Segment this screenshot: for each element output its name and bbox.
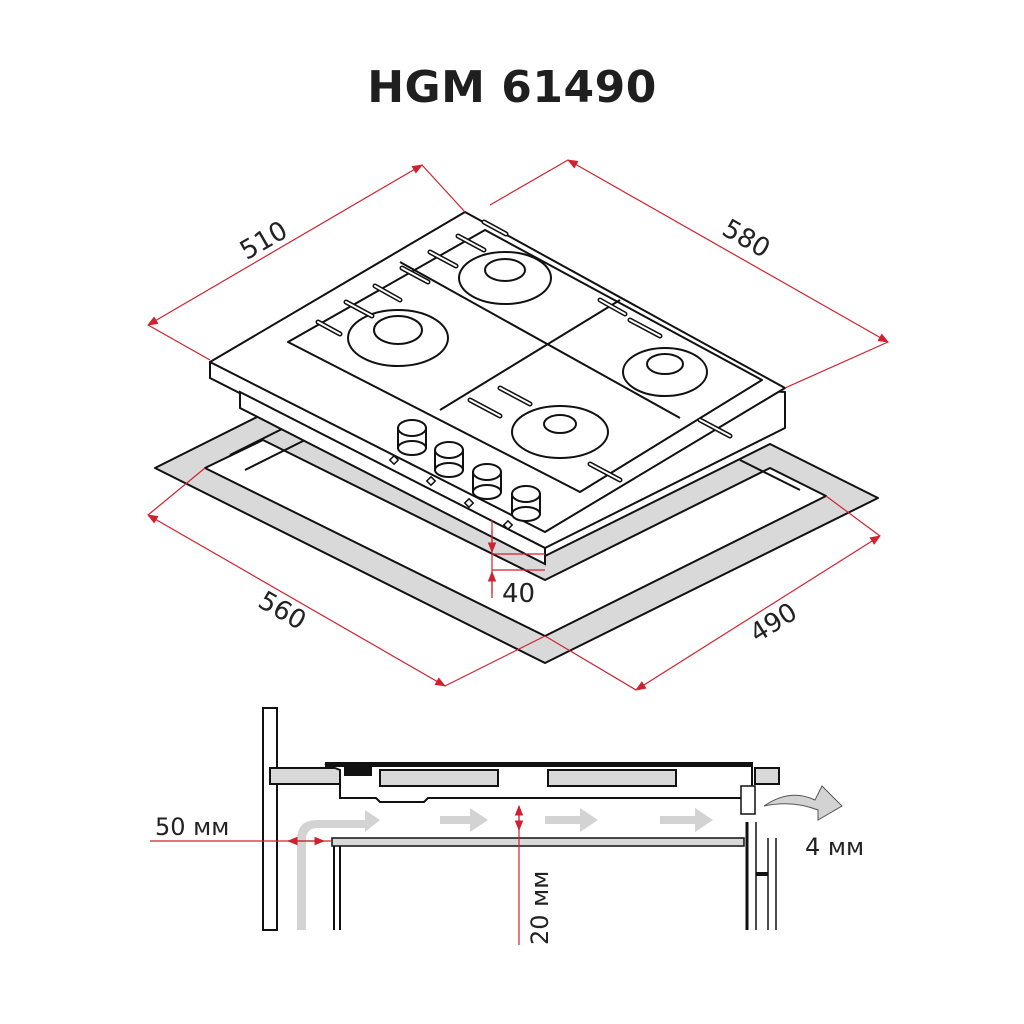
control-knob-1	[388, 419, 427, 466]
burner-rear-left	[347, 309, 449, 367]
exhaust-arrow-icon	[763, 785, 843, 821]
burner-rear-right	[458, 251, 552, 305]
dimension-lines	[147, 159, 889, 691]
model-title: HGM 61490	[367, 62, 657, 113]
label-hob-width: 580	[717, 214, 775, 265]
label-wall-clearance: 50 мм	[155, 813, 229, 841]
burner-front-right	[622, 347, 708, 397]
control-knob-4	[502, 485, 541, 531]
control-knob-2	[425, 441, 464, 487]
label-hob-depth: 510	[235, 216, 293, 267]
label-air-gap: 20 мм	[526, 871, 554, 945]
label-cutout-depth: 490	[745, 597, 803, 649]
section-view	[262, 707, 780, 931]
section-dimension-lines	[150, 804, 524, 945]
label-front-gap: 4 мм	[805, 833, 864, 861]
control-knob-3	[463, 463, 502, 509]
burner-front-left	[511, 405, 609, 459]
airflow-arrows	[297, 785, 843, 930]
label-hob-height: 40	[502, 579, 535, 609]
label-cutout-width: 560	[253, 586, 311, 637]
